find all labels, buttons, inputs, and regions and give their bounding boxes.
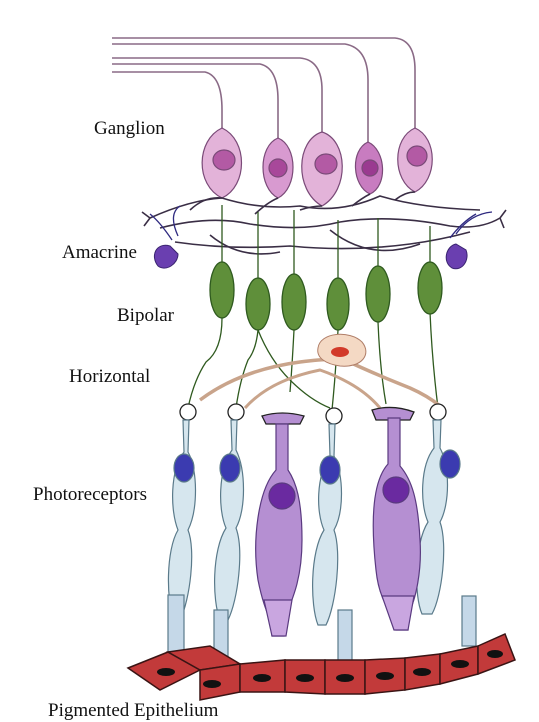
- cone-cells: [256, 418, 421, 636]
- label-pigmented-epithelium: Pigmented Epithelium: [48, 701, 218, 720]
- rod-cell: [214, 420, 244, 665]
- bipolar-cells: [188, 205, 442, 410]
- label-ganglion: Ganglion: [94, 119, 165, 138]
- label-photoreceptors: Photoreceptors: [33, 485, 147, 504]
- ganglion-cell: [263, 138, 293, 198]
- cone-cell: [256, 424, 302, 636]
- amacrine-cell: [446, 244, 467, 269]
- ganglion-cells: [202, 128, 432, 206]
- horizontal-cell: [200, 334, 440, 408]
- pigmented-epithelium: [128, 634, 515, 700]
- ganglion-cell: [398, 128, 433, 192]
- amacrine-dendrites: [150, 206, 492, 240]
- label-horizontal: Horizontal: [69, 367, 150, 386]
- bipolar-cell: [418, 226, 442, 408]
- ganglion-cell: [302, 132, 343, 206]
- ganglion-cell: [355, 142, 382, 194]
- synaptic-terminals: [180, 404, 446, 424]
- cone-cell: [373, 418, 420, 630]
- rod-cell: [168, 420, 196, 655]
- amacrine-cell: [154, 245, 178, 268]
- rod-cells: [168, 420, 476, 670]
- rod-cell: [313, 424, 352, 670]
- ganglion-cell: [202, 128, 241, 198]
- label-amacrine: Amacrine: [62, 243, 137, 262]
- rod-cell: [417, 420, 476, 646]
- label-bipolar: Bipolar: [117, 306, 174, 325]
